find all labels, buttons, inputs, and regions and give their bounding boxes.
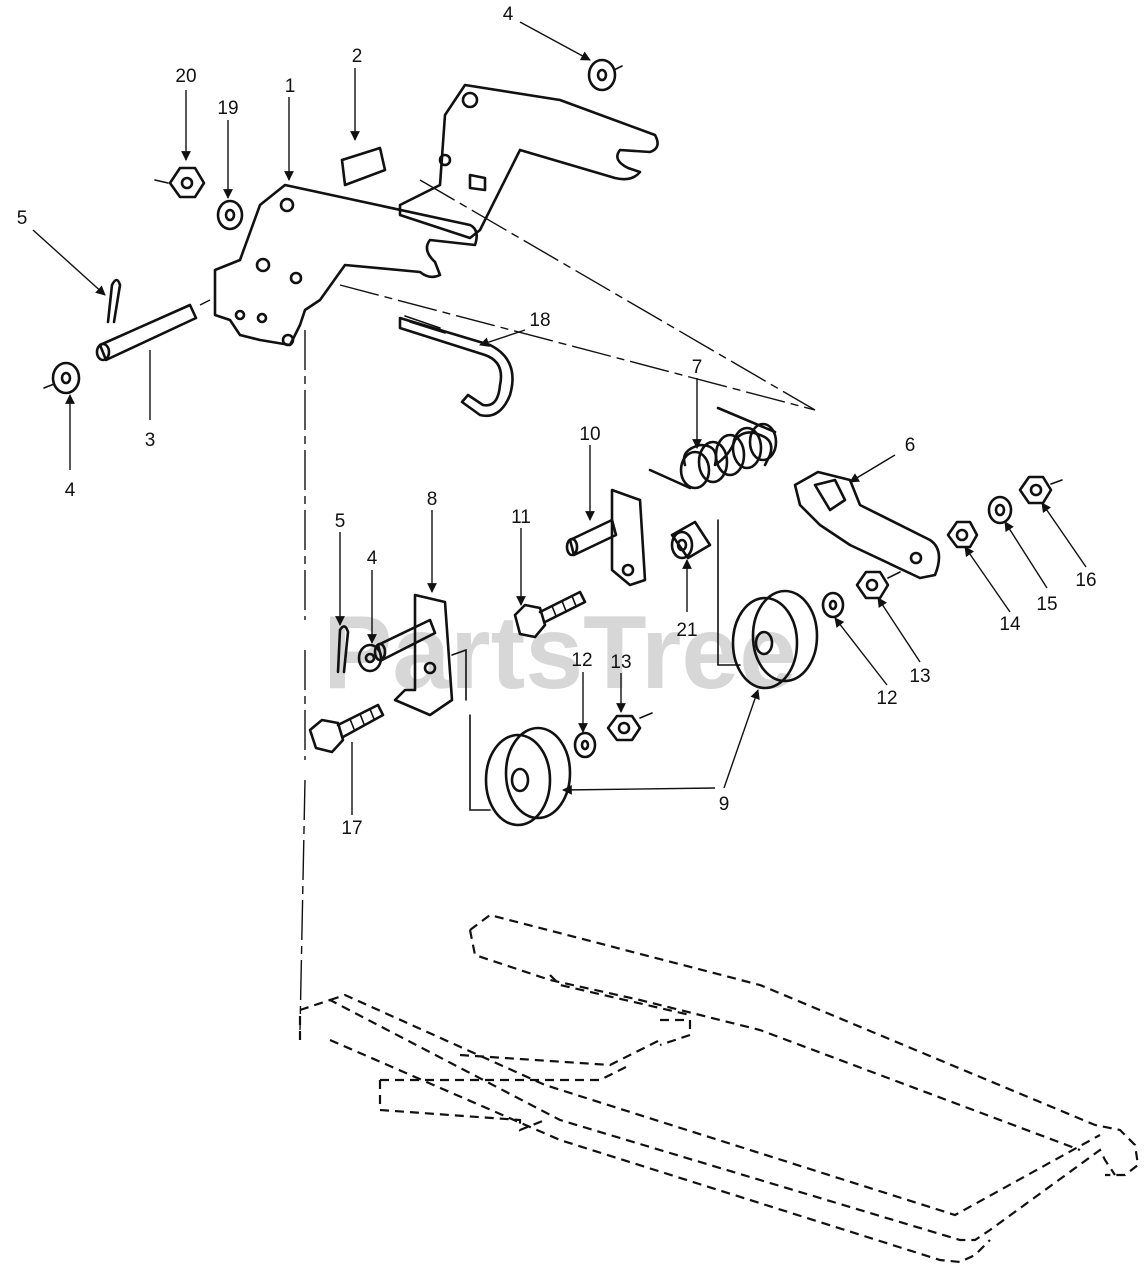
part-19-washer bbox=[216, 199, 244, 231]
callout-4-top: 4 bbox=[503, 4, 514, 25]
part-20-nut bbox=[154, 166, 206, 199]
part-3-pin bbox=[95, 299, 211, 362]
callout-5-mid: 5 bbox=[335, 511, 346, 532]
callout-12-left: 12 bbox=[571, 650, 592, 671]
callout-2: 2 bbox=[352, 46, 363, 67]
part-17-bolt bbox=[308, 703, 385, 754]
part-13-nut-left bbox=[606, 712, 653, 742]
part-4-washer-top bbox=[587, 58, 623, 92]
part-16-nut bbox=[1018, 475, 1063, 505]
frame-dashed bbox=[298, 913, 1140, 1264]
callout-18: 18 bbox=[529, 310, 550, 331]
callout-14: 14 bbox=[999, 614, 1021, 635]
callout-10: 10 bbox=[579, 424, 600, 445]
callout-11: 11 bbox=[511, 507, 531, 528]
part-12-washer-right bbox=[821, 591, 845, 619]
alignment-line-left bbox=[299, 330, 306, 1031]
callout-20: 20 bbox=[175, 66, 196, 87]
part-1-bracket bbox=[213, 183, 478, 347]
part-21-spacer bbox=[670, 520, 712, 560]
callout-19: 19 bbox=[217, 98, 238, 119]
callout-1: 1 bbox=[285, 76, 296, 97]
part-10-stud-bracket bbox=[565, 488, 647, 587]
part-5-cotter-pin-top bbox=[106, 278, 122, 324]
callout-5-top: 5 bbox=[17, 208, 28, 229]
part-18-rod bbox=[398, 315, 514, 418]
callout-15: 15 bbox=[1036, 594, 1057, 615]
part-4-washer-left bbox=[43, 361, 81, 395]
callout-9: 9 bbox=[719, 794, 730, 815]
callout-12-right: 12 bbox=[876, 688, 897, 709]
part-6-lever bbox=[793, 470, 941, 580]
callout-7: 7 bbox=[692, 357, 703, 378]
callout-3: 3 bbox=[145, 430, 156, 451]
callout-16: 16 bbox=[1075, 570, 1096, 591]
callout-13-left: 13 bbox=[610, 652, 631, 673]
part-12-washer-left bbox=[573, 731, 597, 759]
callout-labels: 4 2 1 20 19 5 3 4 18 7 10 6 8 5 4 11 21 … bbox=[17, 4, 1097, 839]
part-8-bracket bbox=[373, 593, 467, 717]
part-7-spring bbox=[648, 406, 778, 490]
part-9-pulley-right bbox=[717, 519, 819, 690]
callout-13-right: 13 bbox=[909, 666, 930, 687]
part-15-washer bbox=[987, 495, 1013, 525]
part-9-pulley-left bbox=[469, 714, 572, 827]
part-5-cotter-pin-mid bbox=[336, 625, 350, 674]
callout-8: 8 bbox=[427, 489, 438, 510]
alignment-line-spring bbox=[339, 284, 816, 411]
alignment-line-top bbox=[419, 179, 816, 411]
callout-21: 21 bbox=[676, 620, 697, 641]
callout-17: 17 bbox=[341, 818, 362, 839]
leader-lines bbox=[32, 21, 1087, 815]
callout-4-mid: 4 bbox=[367, 548, 378, 569]
part-2-pad bbox=[340, 146, 387, 187]
callout-4-left: 4 bbox=[65, 480, 76, 501]
part-13-nut-right bbox=[855, 570, 901, 600]
upper-bracket bbox=[398, 83, 659, 240]
part-14-nut bbox=[946, 520, 979, 549]
callout-6: 6 bbox=[905, 435, 916, 456]
